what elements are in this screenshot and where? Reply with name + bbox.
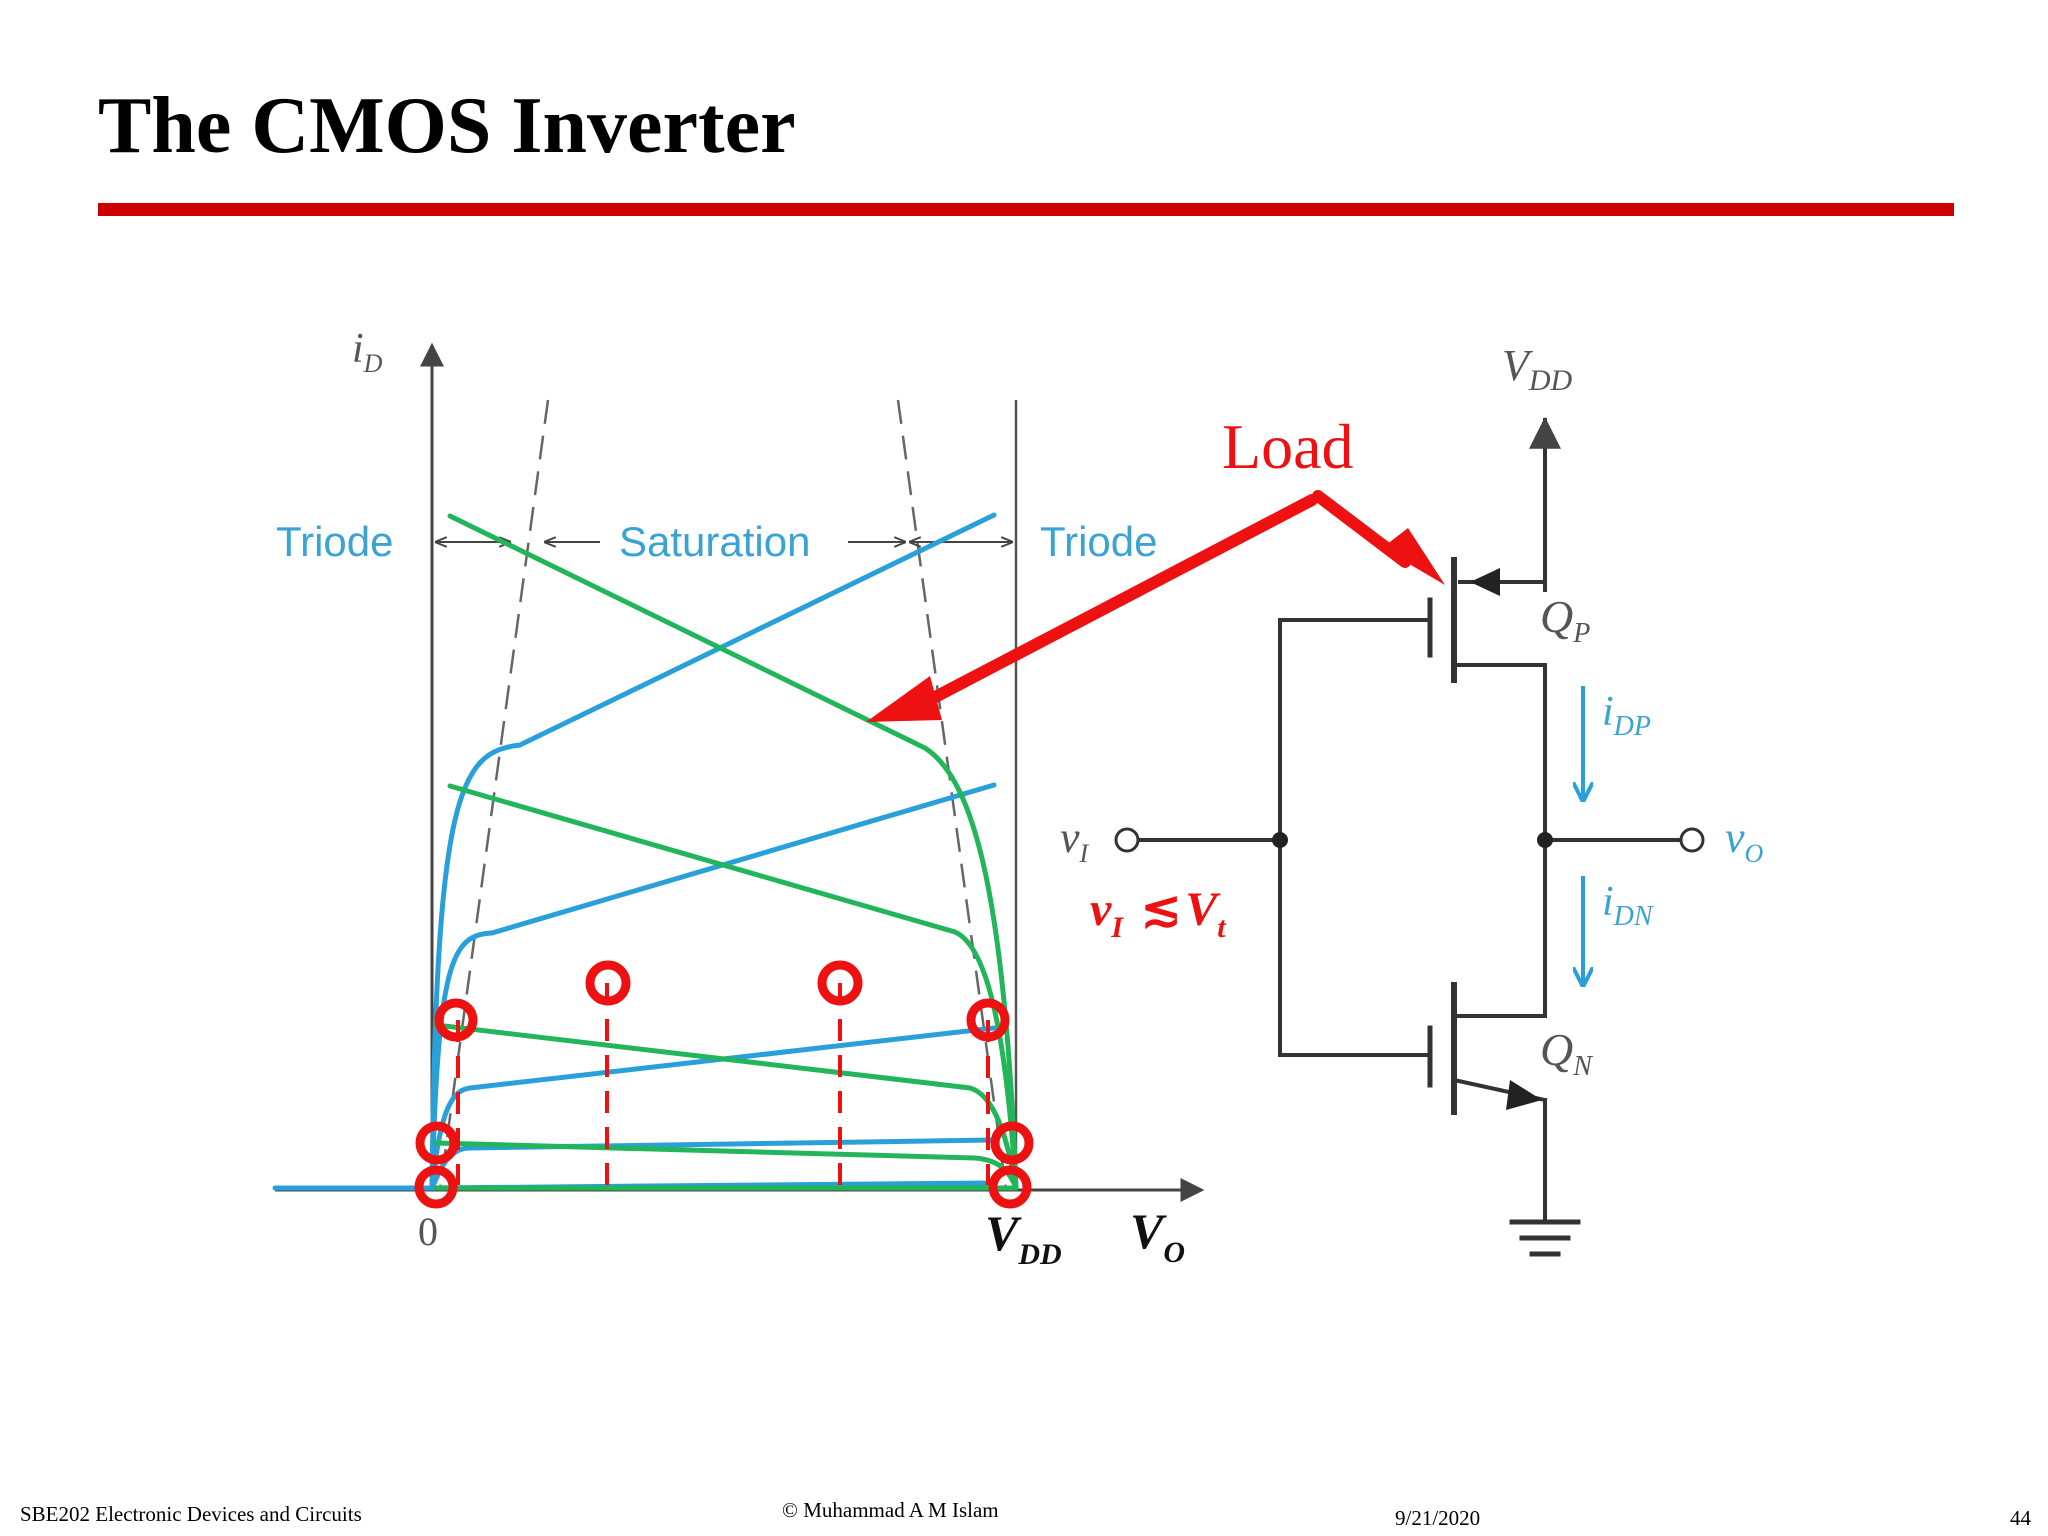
circuit-vdd-label: VDD [1502, 341, 1573, 397]
ground-icon [1509, 1219, 1581, 1257]
load-label: Load [1222, 411, 1354, 482]
gate-node [1272, 832, 1288, 848]
pmos-curve-3 [433, 1022, 1019, 1191]
pmos-arrow [1470, 568, 1500, 596]
footer-date: 9/21/2020 [1395, 1506, 1481, 1530]
slide-title: The CMOS Inverter [98, 82, 796, 170]
pmos-curves [433, 513, 1019, 1191]
region-left-label: Triode [276, 518, 394, 565]
load-arrows [866, 490, 1445, 722]
pmos-curve-5 [447, 513, 1019, 1191]
cmos-circuit [1114, 416, 1705, 1257]
operating-points [414, 960, 1034, 1209]
id-vo-graph: Triode Saturation Triode [272, 326, 1205, 1271]
idn-label: iDN [1602, 879, 1654, 932]
y-axis-label: iD [352, 326, 383, 378]
vo-label: vO [1725, 813, 1764, 868]
region-middle-label: Saturation [619, 518, 810, 565]
op-point-left-bottom [414, 1165, 458, 1209]
output-node [1537, 832, 1553, 848]
qn-label: QN [1540, 1024, 1593, 1082]
op-point-left-top [434, 998, 478, 1042]
nmos-curve-5 [429, 512, 997, 1191]
op-point-right-mid [990, 1121, 1034, 1165]
nmos-curve-4 [429, 782, 997, 1191]
vi-label: vI [1060, 813, 1090, 868]
x-axis-label: VO [1130, 1203, 1185, 1269]
op-point-mid-left [585, 960, 631, 1006]
footer-page-number: 44 [2010, 1506, 2031, 1530]
operating-point-guides [456, 983, 990, 1185]
origin-label: 0 [418, 1209, 438, 1254]
title-rule [98, 203, 1954, 216]
pmos-curve-4 [447, 783, 1019, 1191]
nmos-arrow [1506, 1080, 1542, 1110]
nmos-curve-3 [429, 1025, 997, 1191]
op-point-left-mid [415, 1121, 459, 1165]
footer-author: © Muhammad A M Islam [782, 1498, 999, 1522]
op-point-mid-right [817, 960, 863, 1006]
nmos-curves [272, 512, 997, 1191]
idp-label: iDP [1602, 689, 1651, 742]
footer-course: SBE202 Electronic Devices and Circuits [20, 1502, 362, 1526]
condition-label: vI≲Vt [1090, 883, 1227, 944]
input-terminal [1114, 827, 1140, 853]
region-right-label: Triode [1040, 518, 1158, 565]
vdd-axis-label: VDD [985, 1205, 1062, 1271]
op-point-right-top [966, 998, 1010, 1042]
op-point-right-bottom [988, 1165, 1032, 1209]
output-terminal [1679, 827, 1705, 853]
qp-label: QP [1540, 591, 1590, 649]
